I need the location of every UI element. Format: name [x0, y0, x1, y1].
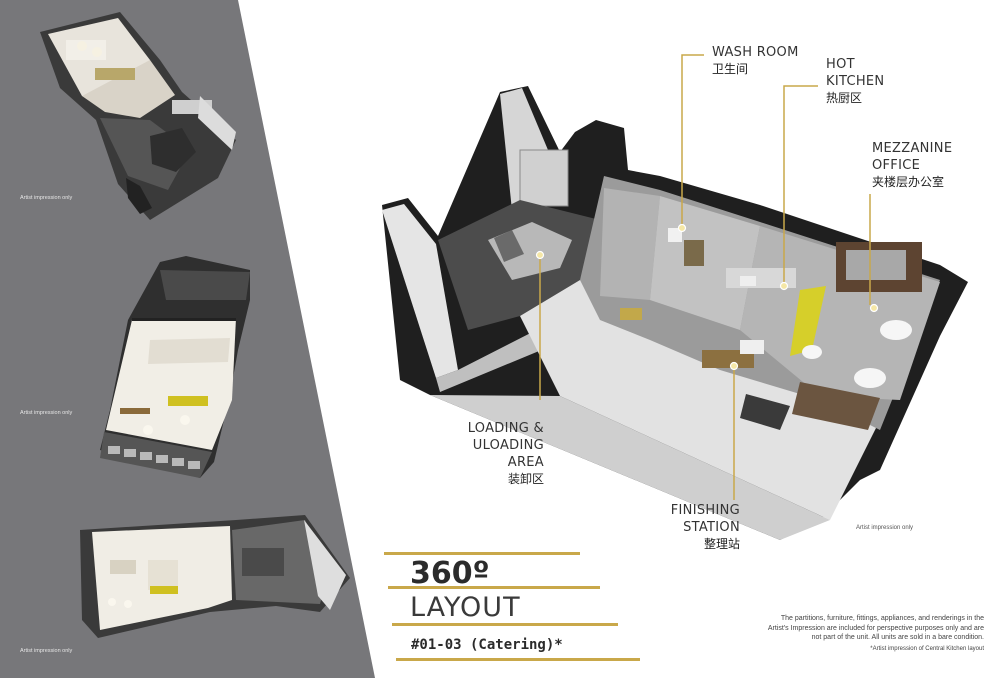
gold-rule-3	[392, 623, 618, 626]
callout-wash-room: WASH ROOM 卫生间	[712, 44, 799, 77]
callout-finishing-line1: FINISHING	[670, 503, 740, 518]
heading-360: 360º	[410, 556, 490, 591]
leader-wash-room	[681, 54, 704, 225]
callout-hot-kitchen: HOT KITCHEN 热厨区	[826, 56, 884, 106]
dot-hot-kitchen	[779, 281, 789, 291]
caption-side-top: Artist impression only	[20, 195, 73, 201]
callout-finishing-cn: 整理站	[703, 537, 740, 551]
callout-loading: LOADING & ULOADING AREA 装卸区	[436, 420, 544, 487]
callout-leaders	[539, 54, 871, 500]
gold-rule-4	[396, 658, 640, 661]
heading-unit: #01-03 (Catering)*	[411, 637, 563, 653]
gold-rule-1	[384, 552, 580, 555]
disclaimer-line2: Artist's Impression are included for per…	[767, 624, 984, 632]
callout-finishing: FINISHING STATION 整理站	[664, 502, 740, 552]
heading-layout: LAYOUT	[410, 592, 521, 623]
disclaimer-line3: not part of the unit. All units are sold…	[811, 634, 984, 641]
callout-mezzanine-cn: 夹楼层办公室	[872, 175, 945, 189]
callout-dots	[535, 223, 879, 371]
callout-wash-room-cn: 卫生间	[712, 62, 749, 76]
callout-finishing-line2: STATION	[683, 520, 740, 535]
callout-hot-kitchen-line2: KITCHEN	[826, 74, 885, 89]
callout-hot-kitchen-cn: 热厨区	[826, 91, 863, 105]
caption-side-bottom: Artist impression only	[20, 648, 73, 654]
side-render-top	[40, 12, 236, 220]
dot-mezzanine	[869, 303, 879, 313]
dot-loading	[535, 250, 545, 260]
disclaimer-line4: *Artist impression of Central Kitchen la…	[870, 645, 984, 652]
callout-loading-line2: ULOADING AREA	[472, 438, 544, 470]
caption-main-render: Artist impression only	[856, 525, 914, 531]
callout-mezzanine: MEZZANINE OFFICE 夹楼层办公室	[872, 140, 952, 190]
callout-loading-cn: 装卸区	[507, 472, 544, 486]
leader-hot-kitchen	[783, 85, 818, 282]
callout-mezzanine-line1: MEZZANINE	[872, 141, 953, 156]
disclaimer-line1: The partitions, furniture, fittings, app…	[780, 615, 984, 622]
gold-rule-2	[388, 586, 600, 589]
caption-side-middle: Artist impression only	[20, 410, 73, 416]
callout-wash-room-title: WASH ROOM	[712, 45, 799, 60]
side-render-middle	[100, 256, 250, 478]
main-render	[382, 86, 968, 540]
dot-finishing	[729, 361, 739, 371]
dot-wash-room	[677, 223, 687, 233]
side-render-bottom	[80, 515, 350, 638]
callout-hot-kitchen-line1: HOT	[826, 57, 855, 72]
disclaimer: The partitions, furniture, fittings, app…	[700, 614, 984, 654]
callout-loading-line1: LOADING &	[467, 421, 544, 436]
callout-mezzanine-line2: OFFICE	[872, 158, 921, 173]
